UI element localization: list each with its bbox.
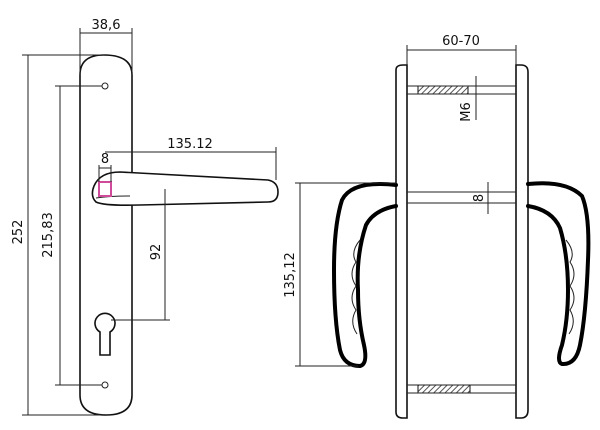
- keyhole: [94, 312, 116, 356]
- dim-total-height: 252: [11, 220, 26, 245]
- dim-plate-width: 38,6: [92, 18, 121, 33]
- top-bolt: [417, 85, 469, 95]
- dim-handle-length: 135.12: [167, 137, 213, 152]
- dim-backset: 92: [149, 244, 164, 261]
- dim-door-thickness: 60-70: [442, 34, 480, 49]
- dim-spindle-side: 8: [472, 194, 487, 202]
- left-plate-side: [395, 64, 408, 419]
- right-plate-side: [515, 64, 529, 419]
- spindle-square: [98, 181, 112, 197]
- front-view: 38,6 252 215,83 135.12 8 92: [11, 18, 279, 416]
- left-lever-side: [332, 182, 398, 368]
- side-view: 60-70 M6 8 135,12: [283, 34, 591, 419]
- dim-screw-thread: M6: [459, 102, 474, 122]
- backplate: [79, 54, 133, 416]
- lever-handle: [91, 171, 279, 206]
- dim-spindle-square: 8: [101, 152, 109, 167]
- dim-handle-height: 135,12: [283, 252, 298, 298]
- dim-hole-spacing: 215,83: [41, 212, 56, 258]
- bottom-bolt: [417, 384, 471, 394]
- right-lever-side: [526, 181, 591, 367]
